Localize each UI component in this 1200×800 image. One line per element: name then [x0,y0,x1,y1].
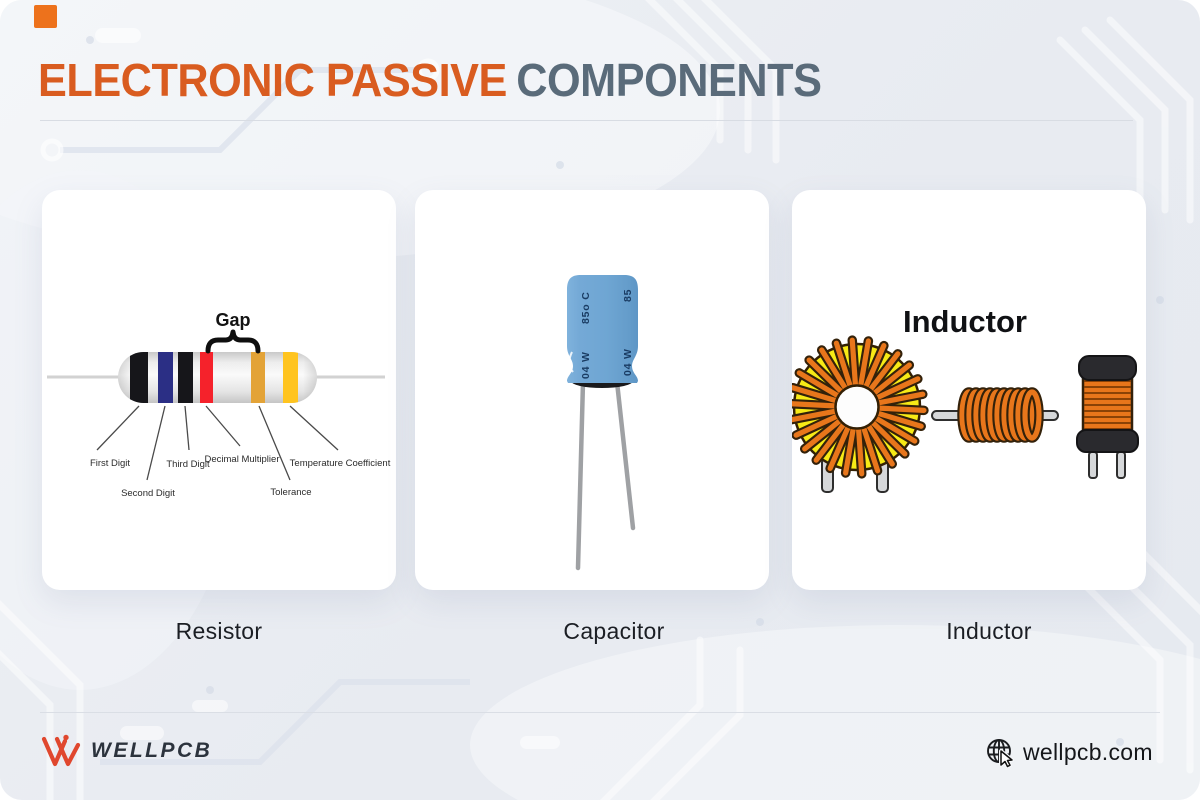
toroid-windings [792,335,929,479]
card-capacitor: 04 W 85o C 04 W 85 [415,190,769,590]
inductor-heading: Inductor [903,304,1027,339]
inductor-illustration: Inductor [792,304,1139,493]
accent-square [34,5,57,28]
label-first-digit: First Digit [90,458,130,469]
title-secondary: COMPONENTS [516,54,822,106]
title-divider [40,120,1133,121]
capacitor-legs [575,379,636,571]
label-decimal-multiplier: Decimal Multiplier [205,454,280,465]
capacitor-markings: 04 W 85o C 04 W 85 [580,289,634,379]
drum-winding [1081,373,1134,435]
website-link: wellpcb.com [985,737,1153,768]
globe-cursor-icon [987,739,1014,768]
gap-label: Gap [215,310,250,330]
coil-windings [957,387,1044,443]
label-temperature-coefficient: Temperature Coefficient [290,458,391,469]
capacitor-label: Capacitor [563,618,665,644]
coil-inductor [931,387,1059,443]
footer-divider [40,712,1160,713]
marking-left-top: 85o C [580,291,592,324]
brand-logo: WELLPCB [40,733,212,769]
marking-right-bottom: 04 W [622,348,634,376]
card-inductor: Inductor [792,190,1146,590]
drum-top-cap [1078,355,1137,381]
title-primary: ELECTRONIC PASSIVE [38,54,507,106]
wellpcb-logo-icon [41,734,81,767]
capacitor-highlight [568,351,574,373]
drum-inductor [1076,355,1139,479]
resistor-color-bands [118,352,317,403]
marking-left-bottom: 04 W [580,351,592,379]
capacitor-body [567,275,638,383]
marking-right-top: 85 [622,289,634,302]
toroid-inductor [792,335,929,493]
card-resistor: Gap First Digit Second Digit Third Digit… [42,190,396,590]
website-url: wellpcb.com [1023,739,1153,765]
annotation-lines [96,405,339,481]
label-tolerance: Tolerance [270,487,311,498]
capacitor-illustration: 04 W 85o C 04 W 85 [567,275,638,571]
inductor-label: Inductor [946,618,1032,644]
resistor-illustration: Gap First Digit Second Digit Third Digit… [47,310,391,499]
label-second-digit: Second Digit [121,488,175,499]
brand-name: WELLPCB [91,739,213,762]
drum-bottom-cap [1076,429,1139,453]
label-third-digit: Third Digit [166,459,210,470]
gap-brace [205,329,261,354]
resistor-label: Resistor [175,618,263,644]
